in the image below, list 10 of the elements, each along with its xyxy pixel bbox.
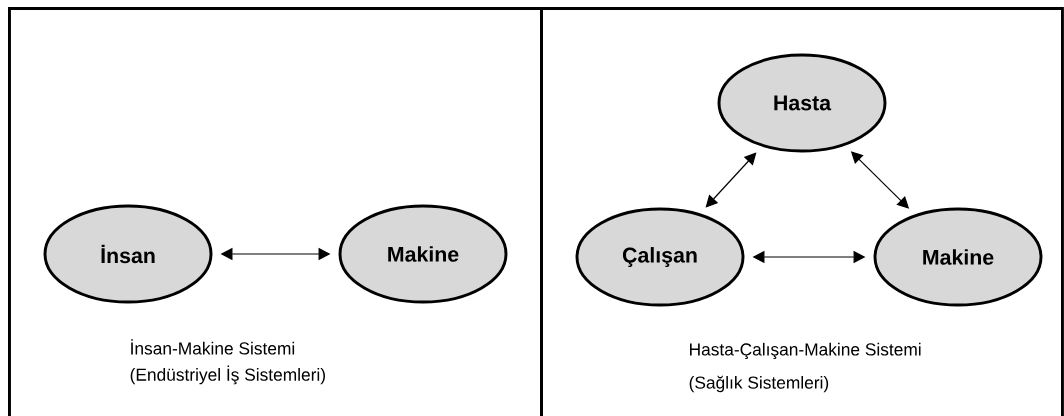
caption-text: (Endüstriyel İş Sistemleri) bbox=[130, 365, 325, 385]
ellipse-node: Makine bbox=[873, 207, 1043, 307]
ellipse-node: Çalışan bbox=[575, 207, 745, 307]
caption-text: Hasta-Çalışan-Makine Sistemi bbox=[690, 342, 921, 360]
ellipse-node: Makine bbox=[338, 204, 508, 304]
ellipse-node: Hasta bbox=[717, 53, 887, 153]
caption-text: İnsan-Makine Sistemi bbox=[131, 339, 295, 355]
caption-text: (Sağlık Sistemleri) bbox=[689, 375, 829, 393]
ellipse-node: İnsan bbox=[43, 204, 213, 304]
arrow bbox=[705, 152, 757, 208]
